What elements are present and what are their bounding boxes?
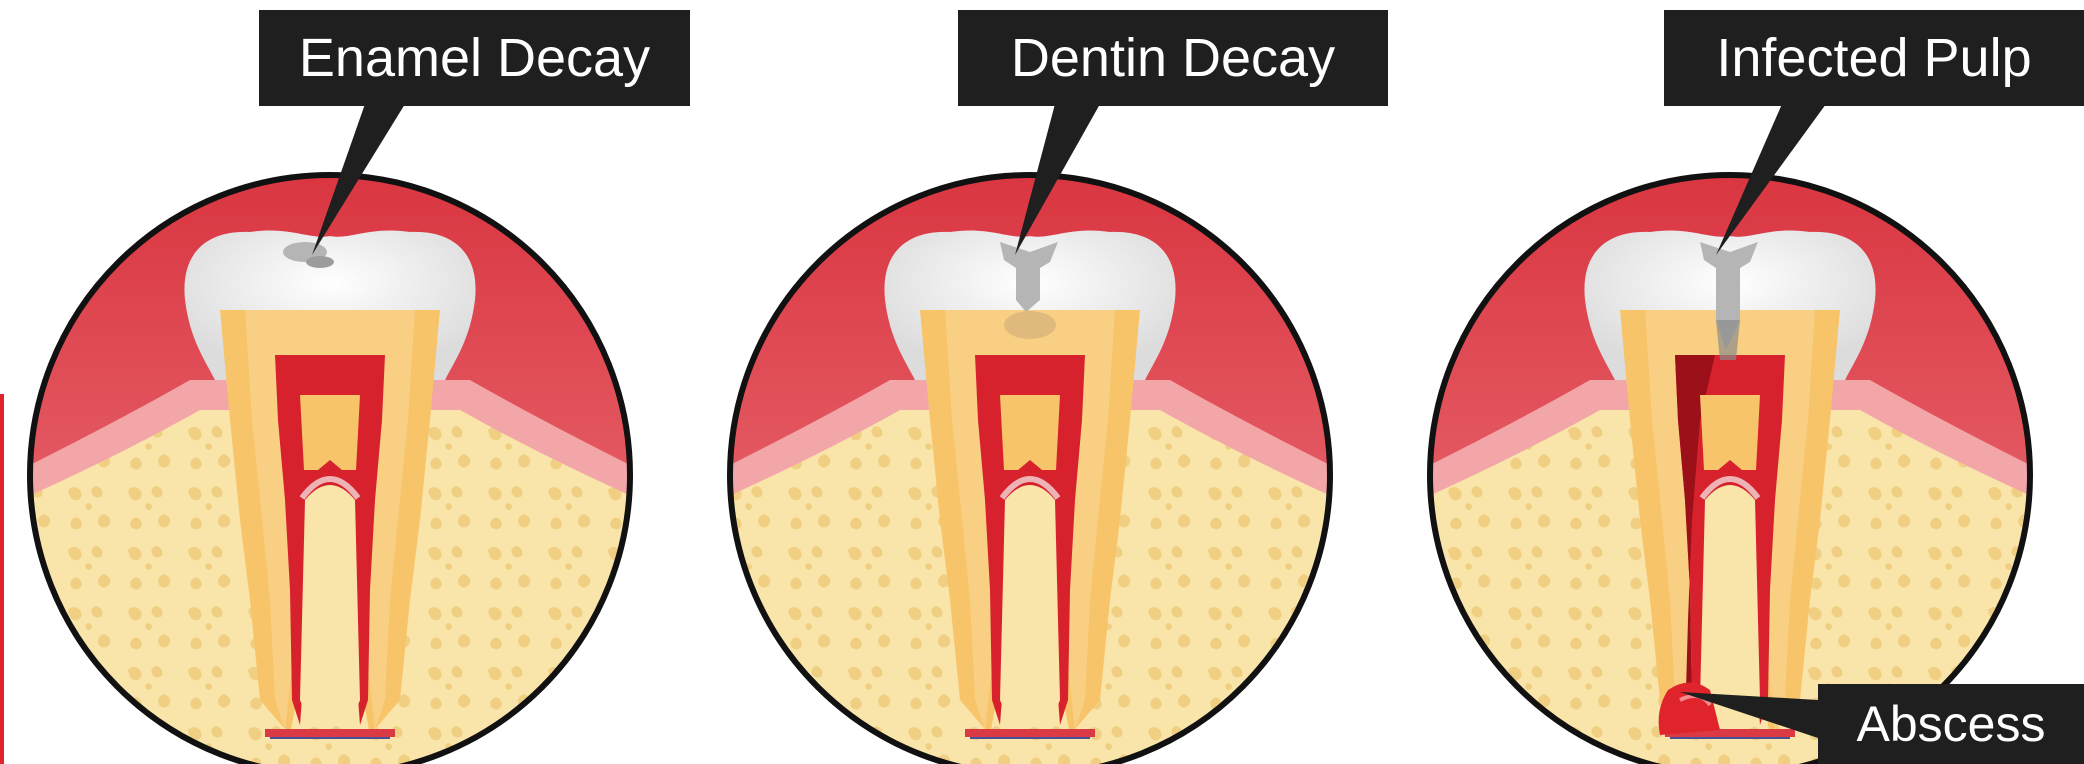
- label-enamel-decay: Enamel Decay: [259, 10, 690, 106]
- panel-infected-pulp: [1420, 104, 2040, 764]
- label-infected-pulp: Infected Pulp: [1664, 10, 2084, 106]
- panel-enamel-decay: [20, 104, 640, 764]
- panel-dentin-decay: [720, 104, 1340, 764]
- label-dentin-decay: Dentin Decay: [958, 10, 1388, 106]
- red-edge-strip: [0, 394, 4, 764]
- label-abscess: Abscess: [1818, 684, 2084, 764]
